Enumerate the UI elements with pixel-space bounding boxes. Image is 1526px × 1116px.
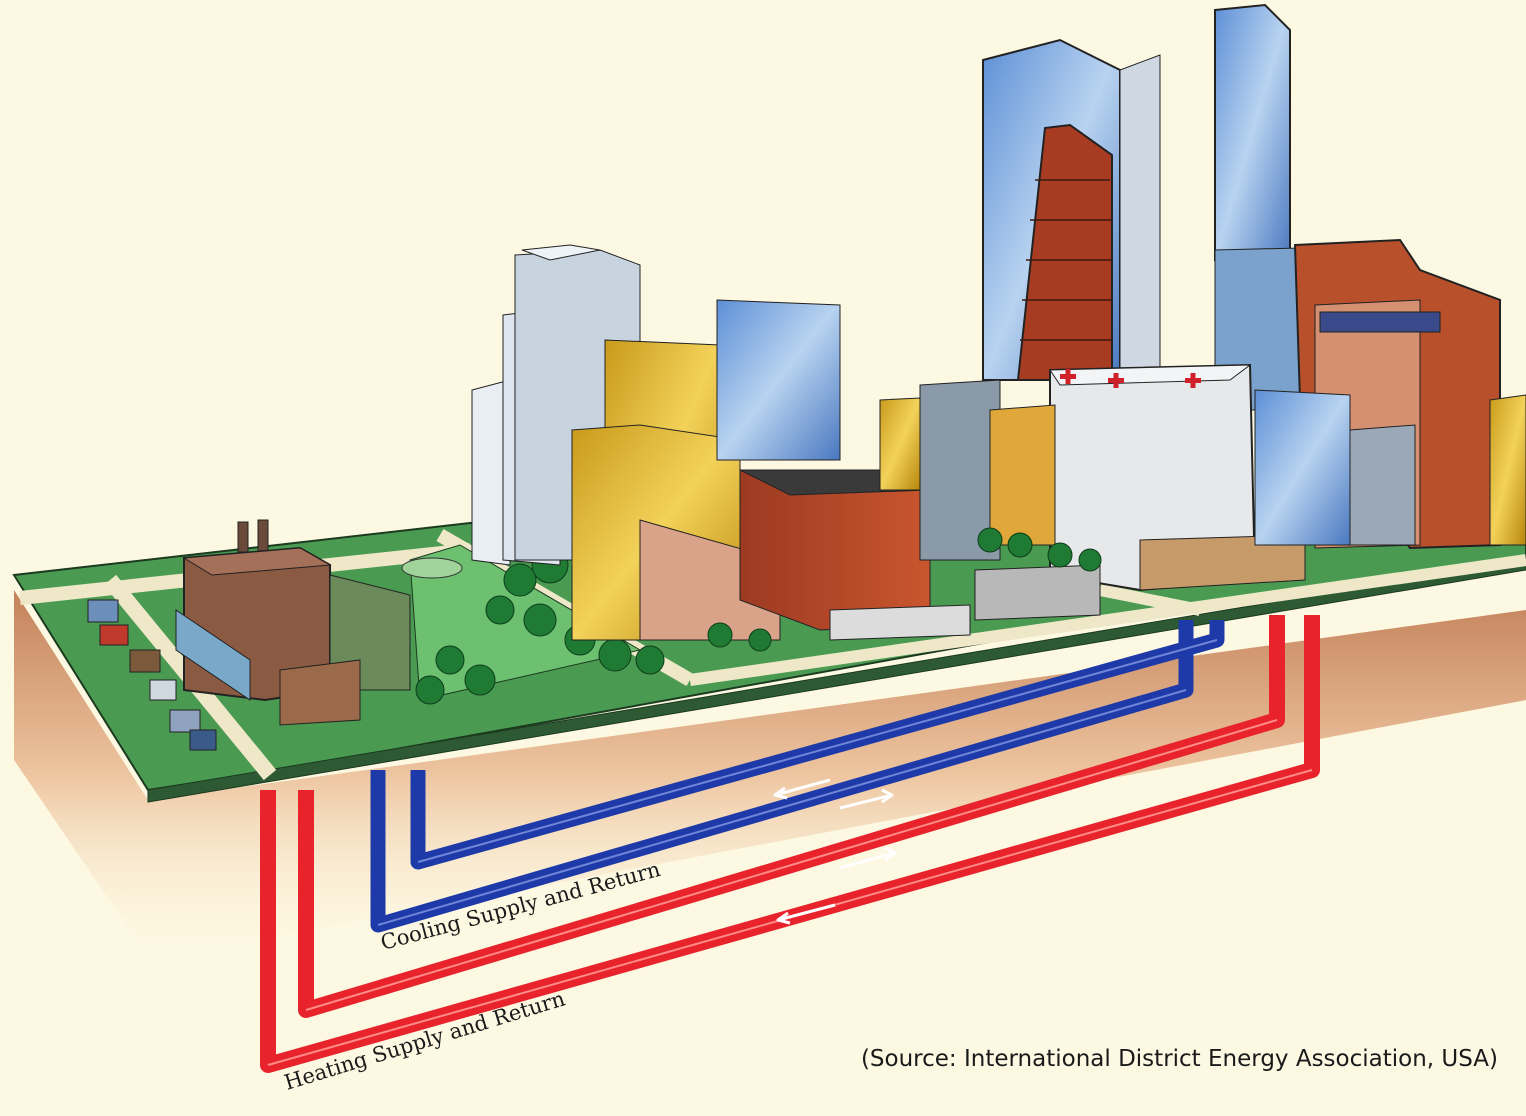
central-energy-plant xyxy=(175,519,411,726)
heating-pipes xyxy=(260,615,1320,1073)
park xyxy=(401,544,665,705)
hospital xyxy=(707,363,1416,652)
downtown-skyscrapers xyxy=(982,3,1526,550)
cooling-flow-arrows xyxy=(773,778,894,810)
hospital-cross-icon xyxy=(1060,369,1201,388)
heating-flow-arrows xyxy=(776,846,897,925)
office-towers xyxy=(471,244,971,641)
source-caption: (Source: International District Energy A… xyxy=(860,1046,1498,1072)
residential-houses xyxy=(87,599,217,751)
cooling-pipes xyxy=(370,620,1225,933)
